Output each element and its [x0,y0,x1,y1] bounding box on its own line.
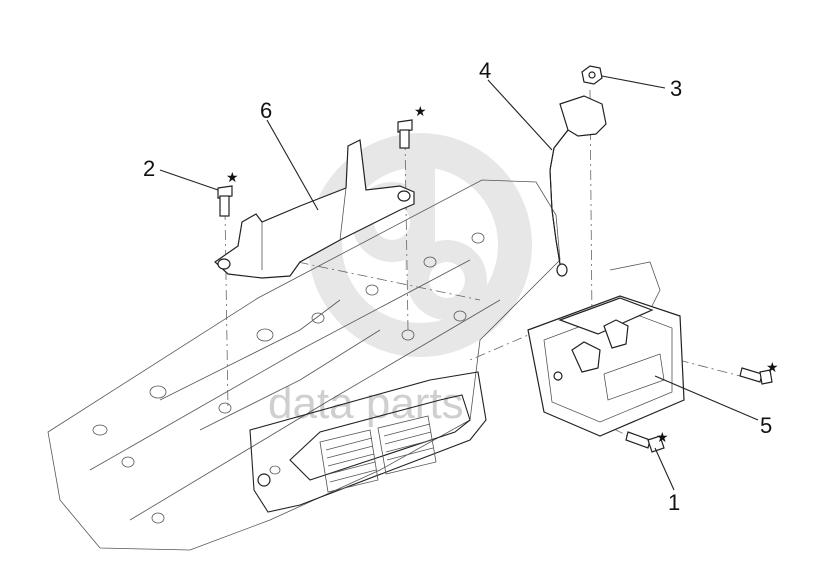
leader-lines [159,75,759,491]
callout-6: 6 [260,98,272,123]
callout-4: 4 [479,58,491,83]
throttle-grille [319,415,437,493]
star-markers: ★ ★ ★ ★ [226,104,779,446]
callout-labels: 1 2 3 4 5 6 [143,58,772,515]
star-marker: ★ [414,104,427,120]
callout-3: 3 [670,76,682,101]
watermark-text: data parts [268,379,464,428]
screw-right [739,367,773,385]
screw-part-2 [217,185,233,217]
callout-5: 5 [760,413,772,438]
cable-part-4 [549,95,607,277]
intake-manifold [47,179,561,551]
callout-2: 2 [143,156,155,181]
star-marker: ★ [766,360,779,376]
star-marker: ★ [226,170,239,186]
screw-top [397,119,413,149]
control-unit-part-5 [527,261,685,437]
bracket-part-6 [214,139,415,279]
screw-part-1 [625,431,665,453]
callout-1: 1 [668,490,680,515]
nut-part-3 [581,65,603,85]
star-marker: ★ [656,430,669,446]
watermark-logo [308,133,532,357]
throttle-body [249,371,487,513]
